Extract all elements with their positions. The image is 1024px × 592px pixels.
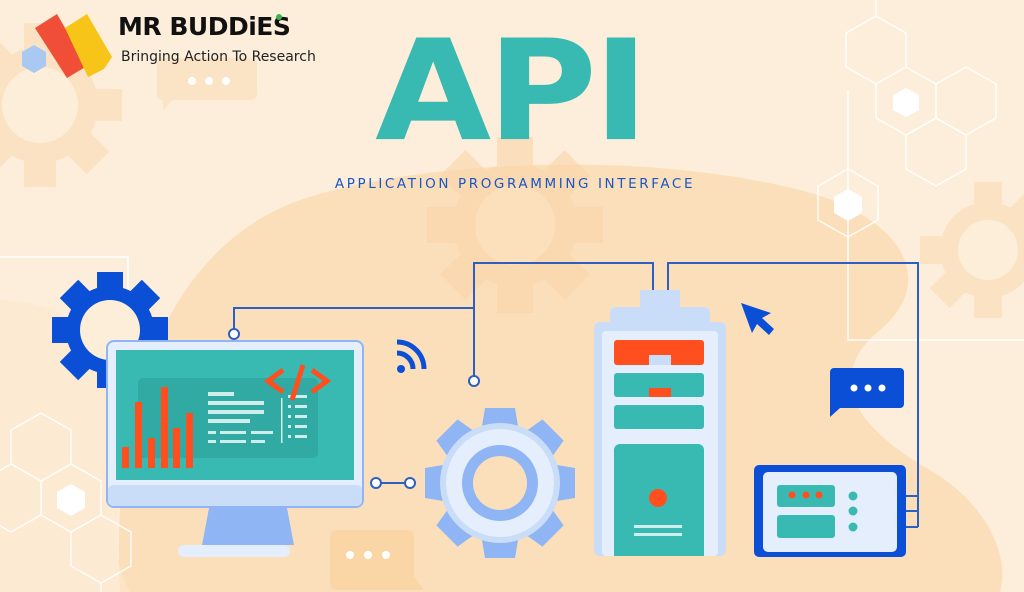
bar-chart-icon	[122, 387, 193, 468]
hexagon-filled	[57, 88, 919, 516]
background-chat-bubble-icon	[157, 58, 424, 590]
connector-lines	[233, 262, 919, 528]
mouse-cursor-icon	[741, 303, 774, 335]
settings-gear-icon	[425, 408, 575, 558]
brand-tagline: Bringing Action To Research	[121, 49, 316, 65]
hero-subtitle: APPLICATION PROGRAMMING INTERFACE	[334, 176, 696, 192]
code-tag-icon	[263, 364, 332, 401]
brand-logo-icon	[22, 14, 112, 78]
control-panel-icon	[754, 465, 906, 557]
computer-monitor-icon	[106, 340, 364, 557]
chat-bubble-icon	[830, 368, 904, 417]
hero-title: API	[375, 10, 649, 173]
brand-name: MR BUDDiES	[118, 12, 291, 41]
wifi-signal-icon	[396, 339, 427, 373]
brand-dot	[276, 14, 282, 20]
server-tower-icon	[594, 290, 726, 556]
